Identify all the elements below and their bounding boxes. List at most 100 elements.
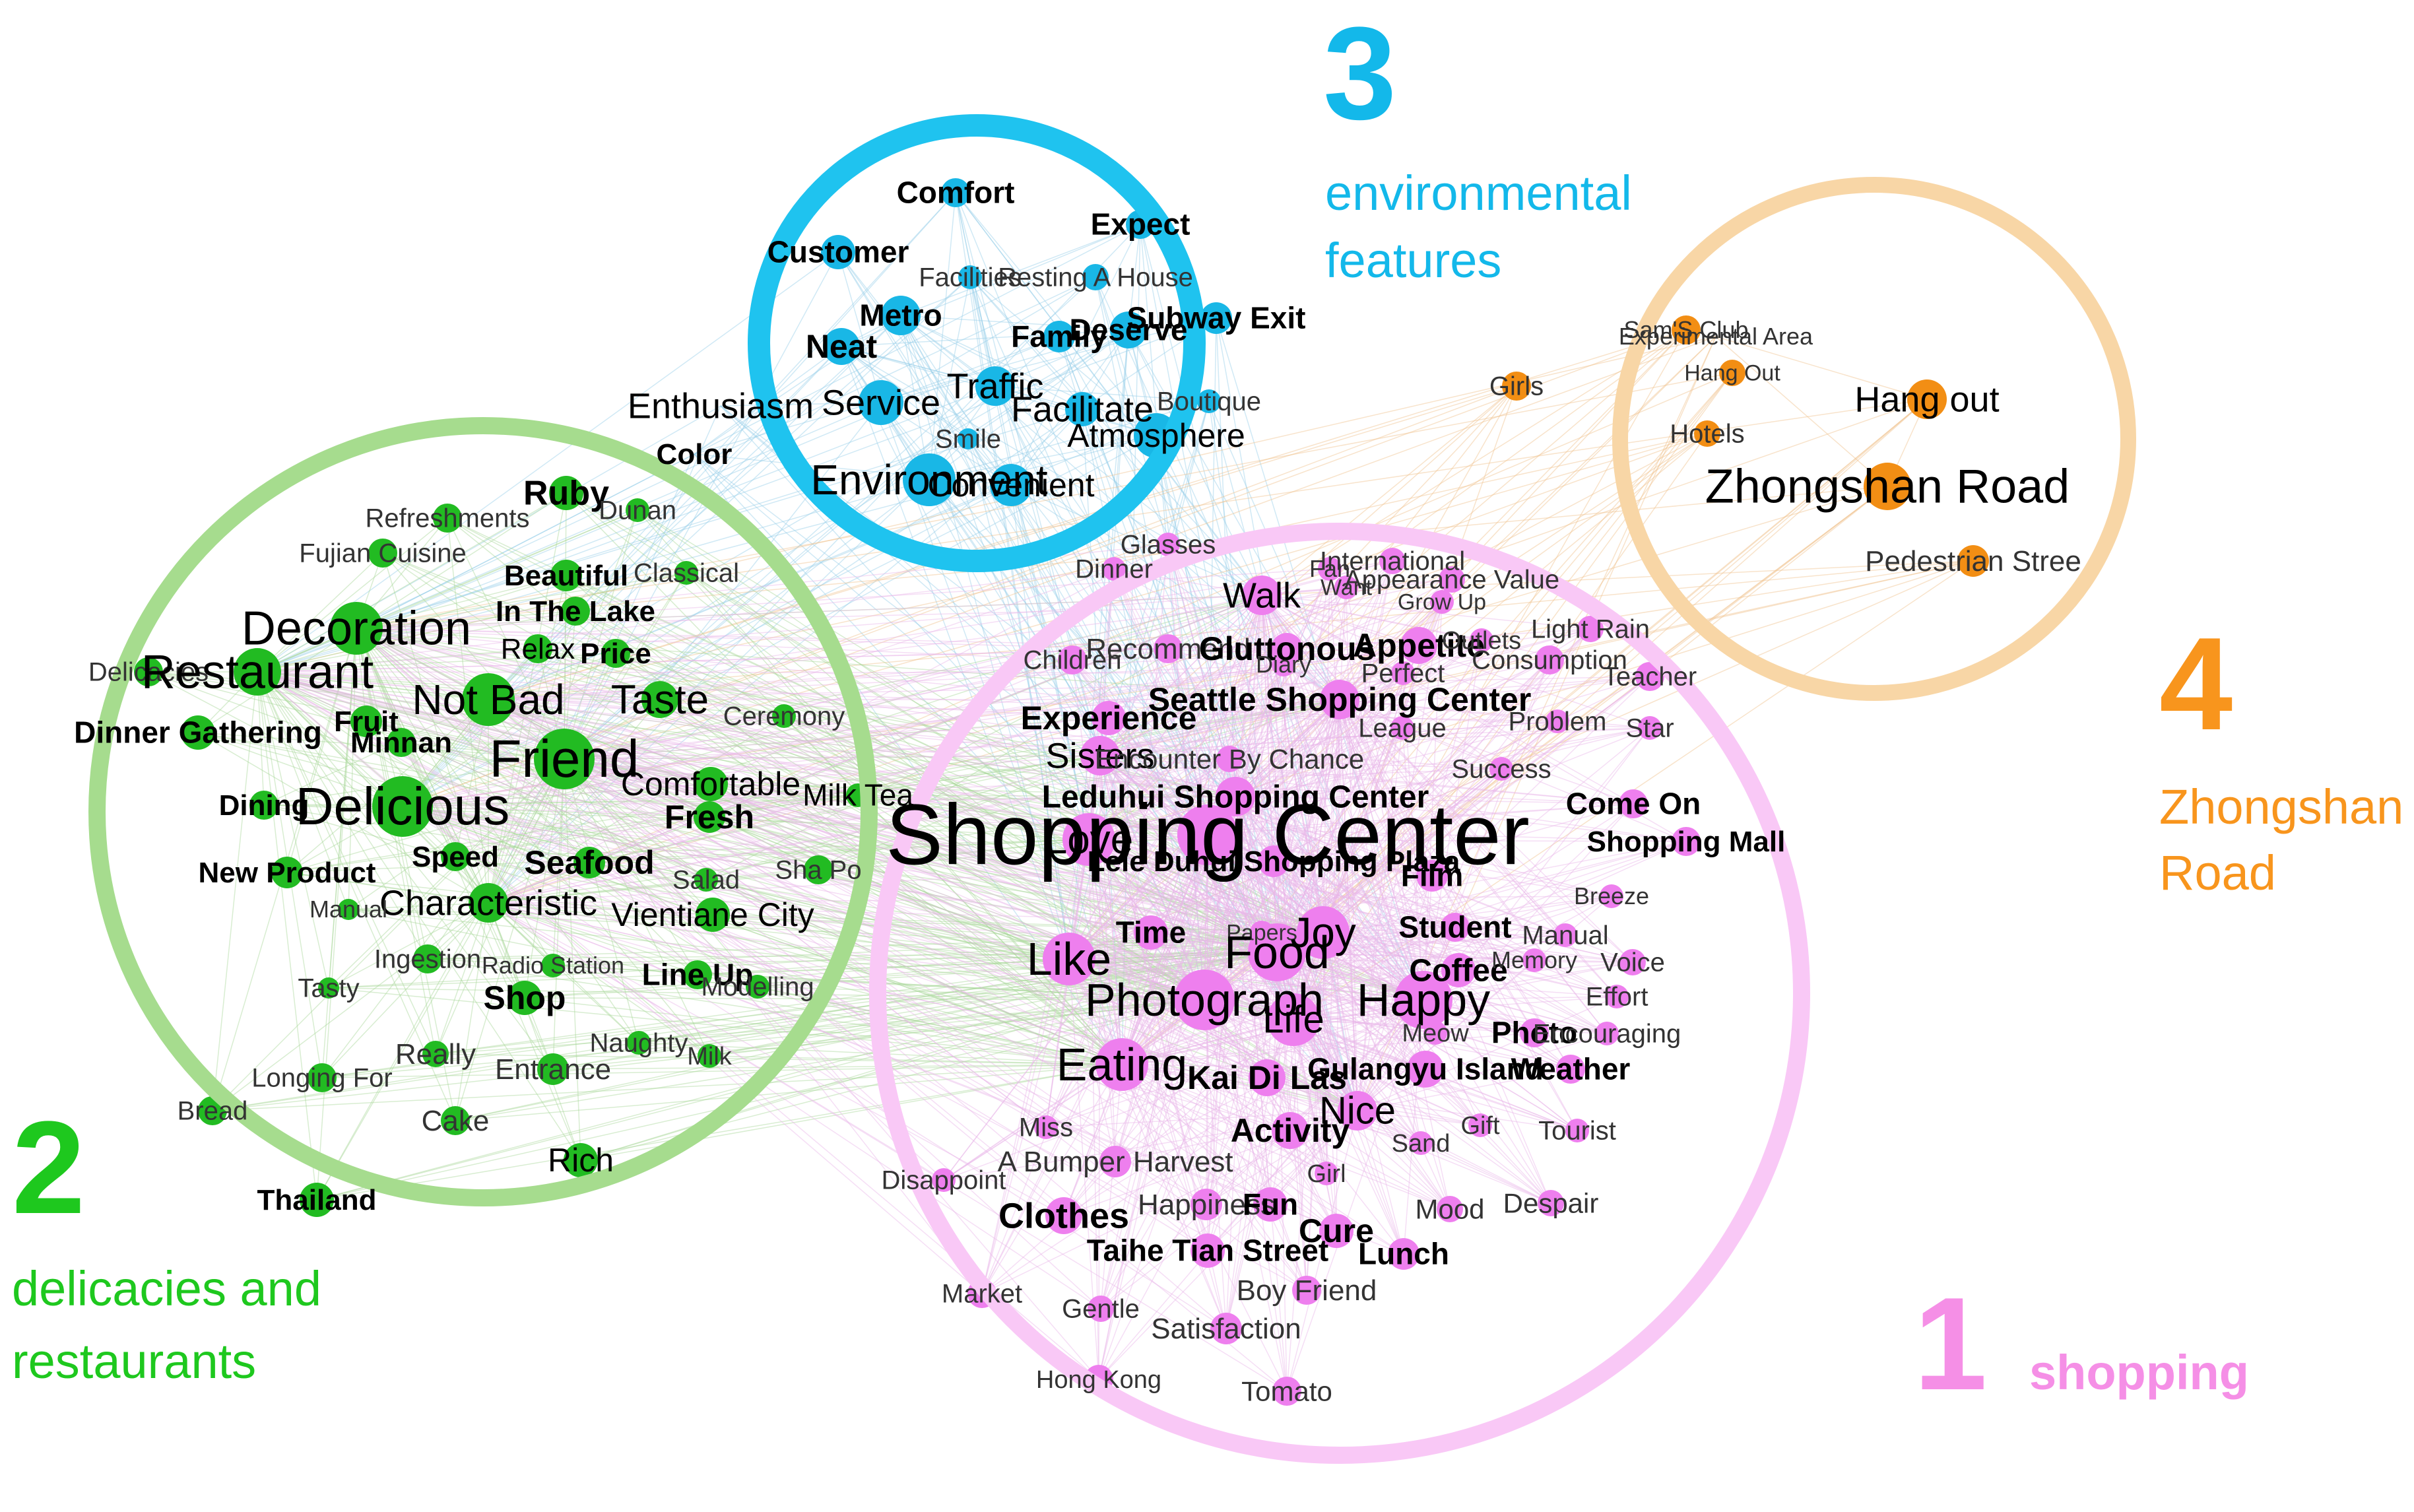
edge	[1121, 1032, 1436, 1065]
edge	[1402, 727, 1424, 1001]
edge	[1276, 952, 1578, 1131]
node-environment-environment	[903, 453, 956, 506]
edge	[402, 806, 1633, 963]
edge	[1204, 999, 1227, 1329]
edge	[488, 453, 695, 904]
edge	[1207, 834, 1456, 928]
edge	[488, 699, 707, 880]
edge	[1088, 721, 1558, 840]
edge	[402, 806, 1337, 1232]
edge	[615, 653, 1208, 836]
edge	[1113, 568, 1340, 700]
edge	[316, 628, 357, 1200]
edge	[564, 572, 687, 760]
node-zhongshan-sam-s-club	[1672, 315, 1701, 345]
edge	[402, 806, 1227, 1329]
edge	[488, 699, 819, 871]
edge	[488, 902, 1404, 1255]
cluster-number-delicacies: 2	[12, 1094, 85, 1241]
edge	[564, 758, 710, 1057]
node-shopping-international	[1379, 548, 1406, 574]
label-shopping-problem: Problem	[1509, 707, 1607, 737]
edge	[488, 758, 1230, 904]
label-delicacies-delicious: Delicious	[296, 777, 510, 836]
label-zhongshan-zhongshan-road: Zhongshan Road	[1705, 460, 2070, 513]
edge	[1225, 595, 1262, 1329]
edge	[356, 628, 713, 915]
edge	[659, 699, 1324, 933]
node-delicacies-friend	[534, 729, 595, 789]
edge	[356, 628, 710, 818]
edge	[286, 755, 1101, 873]
label-delicacies-sha-po: Sha Po	[775, 856, 861, 885]
edge	[1088, 839, 1324, 933]
edge	[1322, 399, 1928, 933]
edge	[488, 676, 1650, 700]
edge	[427, 758, 565, 960]
edge	[356, 628, 785, 717]
edge	[1403, 999, 1424, 1255]
edge	[1204, 935, 1566, 1001]
edge	[1204, 999, 1451, 1210]
edge	[1235, 796, 1271, 1205]
node-shopping-grow-up	[1430, 590, 1454, 614]
edge	[1010, 224, 1141, 486]
edge	[1099, 755, 1358, 1111]
edge	[488, 315, 901, 700]
edge	[564, 758, 1090, 840]
edge	[712, 914, 1123, 1065]
edge	[900, 315, 1070, 960]
edge	[1322, 932, 1358, 1111]
node-shopping-film	[1416, 860, 1448, 892]
edge	[356, 628, 1073, 661]
edge	[257, 671, 565, 760]
edge	[1100, 999, 1205, 1309]
edge	[257, 671, 1608, 1034]
node-shopping-sisters	[1080, 736, 1120, 775]
node-delicacies-naughty	[627, 1031, 651, 1055]
edge	[880, 402, 1012, 486]
edge	[900, 315, 1157, 436]
edge	[995, 329, 1129, 387]
edge	[1121, 834, 1208, 1065]
edge	[564, 758, 1262, 933]
edge	[488, 902, 1456, 928]
label-shopping-gift: Gift	[1460, 1112, 1500, 1140]
edge	[1095, 277, 1208, 836]
edge	[148, 671, 1208, 836]
edge	[1276, 952, 1481, 1126]
node-shopping-satisfaction	[1210, 1313, 1242, 1344]
edge	[348, 909, 1278, 953]
edge	[880, 336, 1060, 403]
edge	[257, 671, 436, 1055]
edge	[148, 671, 403, 807]
edge	[488, 572, 687, 904]
edge	[1068, 958, 1358, 1111]
label-environment-facilities: Facilities	[919, 263, 1022, 292]
label-zhongshan-sam-s-club: Sam'S Club	[1624, 316, 1749, 343]
node-shopping-light-rain	[1577, 616, 1604, 642]
edge	[1059, 336, 1424, 1001]
edge	[1216, 317, 1424, 1001]
edge	[1207, 834, 1612, 897]
node-delicacies-really	[422, 1041, 449, 1067]
node-delicacies-minnan	[387, 728, 416, 757]
edge	[1088, 839, 1459, 971]
node-delicacies-in-the-lake	[561, 597, 590, 626]
cluster-name-zhongshan-line1: Zhongshan	[2159, 779, 2403, 834]
edge	[1204, 560, 1393, 1001]
edge	[1068, 727, 1650, 960]
edge	[1068, 560, 1974, 960]
edge	[637, 509, 1205, 1001]
label-shopping-seattle-shopping-center: Seattle Shopping Center	[1148, 681, 1532, 718]
cluster-number-environment: 3	[1323, 0, 1396, 147]
edge	[1088, 595, 1262, 840]
edge	[1270, 1110, 1358, 1205]
edge	[1140, 224, 1278, 953]
edge	[488, 560, 1974, 700]
edge	[1121, 1064, 1327, 1174]
edge	[402, 628, 1591, 807]
node-environment-resting-a-house	[1082, 264, 1109, 290]
label-shopping-grow-up: Grow Up	[1398, 590, 1486, 615]
edge	[1167, 544, 1358, 1111]
